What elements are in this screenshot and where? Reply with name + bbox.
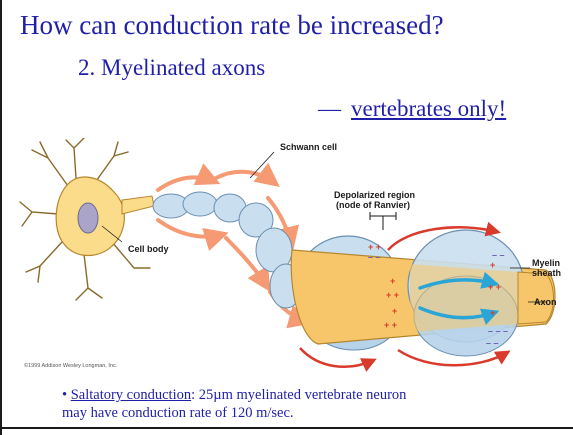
- svg-text:+ +: + +: [488, 282, 501, 292]
- svg-text:+ +: + +: [384, 320, 397, 330]
- copyright-note: ©1999 Addison Wesley Longman, Inc.: [24, 363, 117, 369]
- bullet-saltatory-conduction: • Saltatory conduction: 25µm myelinated …: [62, 386, 552, 422]
- node-bracket: [370, 212, 396, 230]
- svg-text:+: +: [490, 260, 495, 270]
- slide-left-edge: [0, 0, 2, 435]
- bullet-line-2: may have conduction rate of 120 m/sec.: [62, 404, 552, 422]
- bullet-line-1: • Saltatory conduction: 25µm myelinated …: [62, 386, 552, 404]
- bullet-text-1: 25µm myelinated vertebrate neuron: [195, 387, 406, 403]
- svg-text:+ +: + +: [386, 290, 399, 300]
- svg-text:– – –: – – –: [488, 326, 508, 336]
- svg-text:+: +: [392, 306, 397, 316]
- saltatory-conduction-term[interactable]: Saltatory conduction: [71, 387, 191, 403]
- svg-text:+: +: [490, 308, 495, 318]
- depolarized-region-label: Depolarized region: [334, 190, 415, 200]
- bullet-marker: •: [62, 387, 67, 403]
- vertebrates-only-link[interactable]: vertebrates only!: [351, 96, 506, 121]
- slide-title: How can conduction rate be increased?: [20, 10, 444, 41]
- vertebrates-note: — vertebrates only!: [318, 96, 506, 122]
- neuron-diagram-svg: + + – – + + + + + + – – + + + + – – – – …: [18, 138, 570, 378]
- svg-text:– –: – –: [486, 338, 499, 348]
- slide-bottom-edge: [0, 427, 573, 429]
- node-of-ranvier-label: (node of Ranvier): [336, 200, 410, 210]
- nucleus: [78, 203, 98, 233]
- axon-label: Axon: [534, 297, 557, 307]
- schwann-cell-label: Schwann cell: [280, 142, 337, 152]
- schwann-cells: [153, 192, 302, 308]
- dash-glyph: —: [318, 96, 341, 121]
- slide-subtitle: 2. Myelinated axons: [78, 55, 265, 81]
- svg-text:– –: – –: [492, 250, 505, 260]
- cell-body-label: Cell body: [128, 244, 169, 254]
- neuron-diagram: + + – – + + + + + + – – + + + + – – – – …: [18, 138, 570, 378]
- svg-text:– –: – –: [368, 252, 381, 262]
- myelin-label: Myelin: [532, 258, 560, 268]
- svg-text:+ +: + +: [368, 242, 381, 252]
- svg-text:+: +: [390, 276, 395, 286]
- sheath-label: sheath: [532, 268, 561, 278]
- axon-hillock: [122, 196, 154, 214]
